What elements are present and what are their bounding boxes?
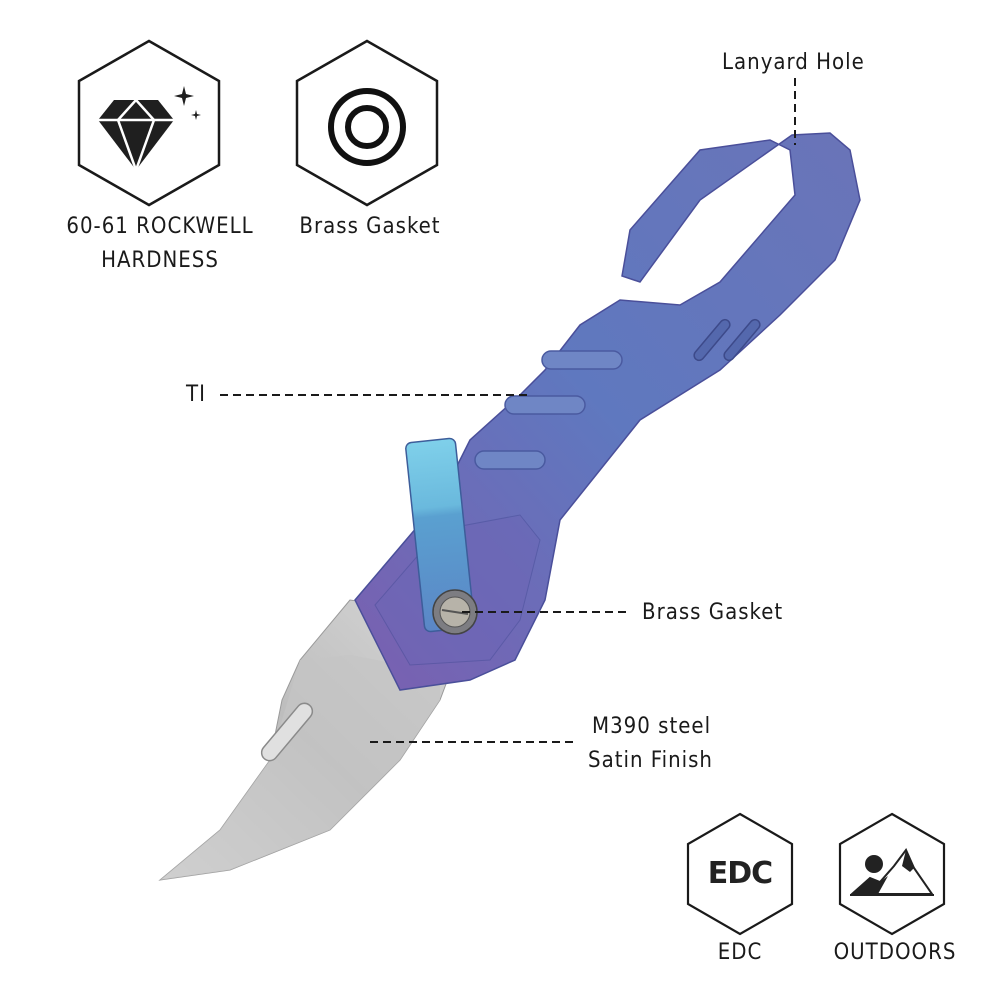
mountain-icon xyxy=(850,848,934,896)
diamond-icon xyxy=(98,86,201,172)
hexagon-frame-icon xyxy=(295,39,439,207)
feature-label: Brass Gasket xyxy=(299,214,441,239)
feature-outdoors: OUTDOORS xyxy=(830,812,960,982)
callout-m390-steel: M390 steel xyxy=(592,714,712,739)
feature-label: OUTDOORS xyxy=(833,940,957,965)
callout-satin-finish: Satin Finish xyxy=(588,748,713,773)
feature-label: EDC xyxy=(717,940,763,965)
hexagon-frame-icon xyxy=(838,812,946,936)
feature-label: HARDNESS xyxy=(101,248,219,273)
callout-brass-gasket: Brass Gasket xyxy=(642,600,784,625)
gasket-ring-icon xyxy=(328,88,406,166)
feature-hardness: 60-61 ROCKWELL HARDNESS xyxy=(60,38,260,278)
feature-edc: EDC EDC xyxy=(680,812,800,982)
feature-brass-gasket: Brass Gasket xyxy=(280,38,470,258)
hexagon-frame-icon xyxy=(686,812,794,936)
callout-ti: TI xyxy=(186,382,206,407)
hexagon-frame-icon xyxy=(77,39,221,207)
edc-icon: EDC xyxy=(707,856,773,891)
callout-lanyard-hole: Lanyard Hole xyxy=(722,50,865,75)
feature-label: 60-61 ROCKWELL xyxy=(66,214,254,239)
